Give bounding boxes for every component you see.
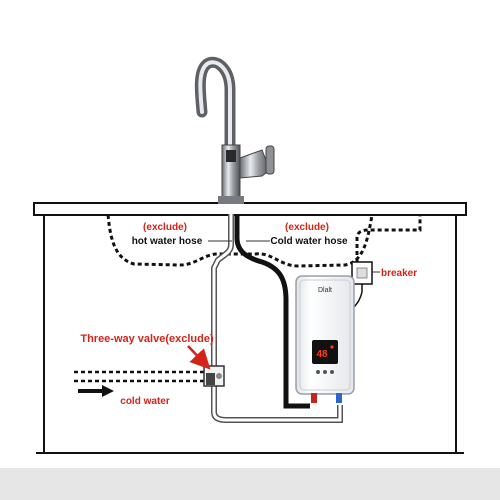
heater-button-right[interactable]	[330, 370, 334, 374]
hot-water-hose	[234, 214, 310, 409]
exclude-left-label: (exclude)	[143, 222, 187, 233]
breaker-box	[351, 261, 373, 292]
faucet	[194, 56, 275, 204]
cold-water-label: cold water	[120, 396, 170, 407]
heater-display-reading: 48	[316, 349, 328, 360]
cold-water-hose-label: Cold water hose	[270, 236, 348, 247]
heater-button-center[interactable]	[323, 370, 327, 374]
hot-water-hose-label: hot water hose	[132, 236, 203, 247]
breaker-cord	[355, 216, 422, 262]
countertop	[33, 202, 467, 216]
sink-basin-outline	[106, 214, 374, 268]
cold-water-arrow	[78, 385, 114, 397]
three-way-valve	[203, 365, 225, 387]
valve-pointer-arrow	[187, 345, 211, 370]
heater-brand-label: Dlalt	[318, 287, 332, 294]
floor-band	[0, 468, 500, 500]
three-way-valve-label: Three-way valve(exclude)	[80, 333, 214, 345]
water-heater: Dlalt 48	[295, 275, 363, 403]
exclude-right-label: (exclude)	[285, 222, 329, 233]
breaker-label: breaker	[381, 268, 417, 279]
heater-button-left[interactable]	[316, 370, 320, 374]
